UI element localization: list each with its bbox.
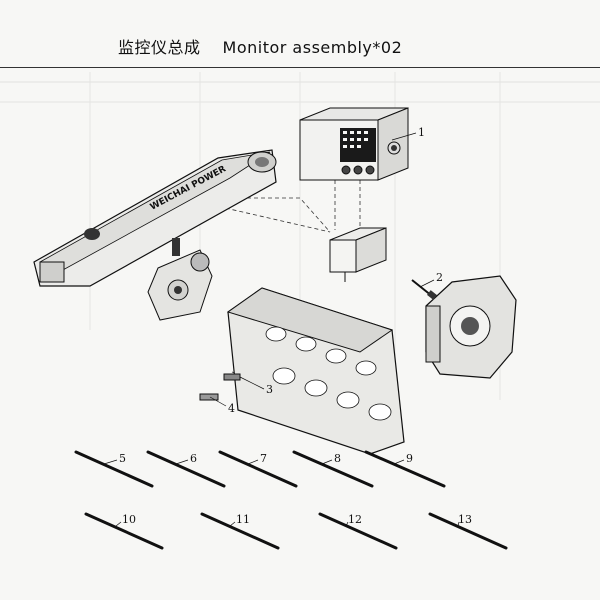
callout-6: 6	[190, 452, 197, 465]
callout-12: 12	[348, 513, 362, 526]
callout-1: 1	[418, 126, 425, 139]
title-english: Monitor assembly*02	[222, 38, 403, 57]
flywheel-housing	[425, 275, 517, 379]
callout-numbers: 1 2 3 4 5 6 7 8 9 10 11 12 13	[119, 126, 472, 526]
callout-10: 10	[122, 513, 136, 526]
monitor-box	[299, 107, 409, 181]
callout-2: 2	[436, 271, 443, 284]
sensor-part-4	[199, 393, 219, 401]
rod-5	[74, 450, 154, 488]
rod-10	[84, 512, 164, 550]
sensor-part-3	[223, 373, 241, 381]
callout-5: 5	[119, 452, 126, 465]
rod-parts	[74, 450, 508, 550]
valve-cover-housing: WEICHAI POWER	[33, 149, 277, 287]
title-chinese: 监控仪总成	[118, 38, 201, 57]
page-title: 监控仪总成 Monitor assembly*02	[118, 34, 402, 58]
rod-12	[318, 512, 398, 550]
rod-9	[364, 450, 446, 488]
header-rule	[0, 67, 600, 68]
pump-assembly	[147, 238, 213, 321]
callout-11: 11	[236, 513, 250, 526]
callout-8: 8	[334, 452, 341, 465]
engine-block	[226, 287, 405, 455]
callout-7: 7	[260, 452, 267, 465]
rod-7	[218, 450, 298, 488]
bleed-through-background	[0, 72, 600, 400]
callout-3: 3	[266, 383, 273, 396]
callout-9: 9	[406, 452, 413, 465]
callout-4: 4	[228, 402, 235, 415]
callout-leaders	[103, 132, 460, 527]
junction-box	[329, 227, 387, 282]
callout-13: 13	[458, 513, 472, 526]
sensor-part-2	[411, 279, 437, 300]
rod-6	[146, 450, 226, 488]
rod-13	[428, 512, 508, 550]
rod-11	[200, 512, 280, 550]
rod-8	[292, 450, 374, 488]
